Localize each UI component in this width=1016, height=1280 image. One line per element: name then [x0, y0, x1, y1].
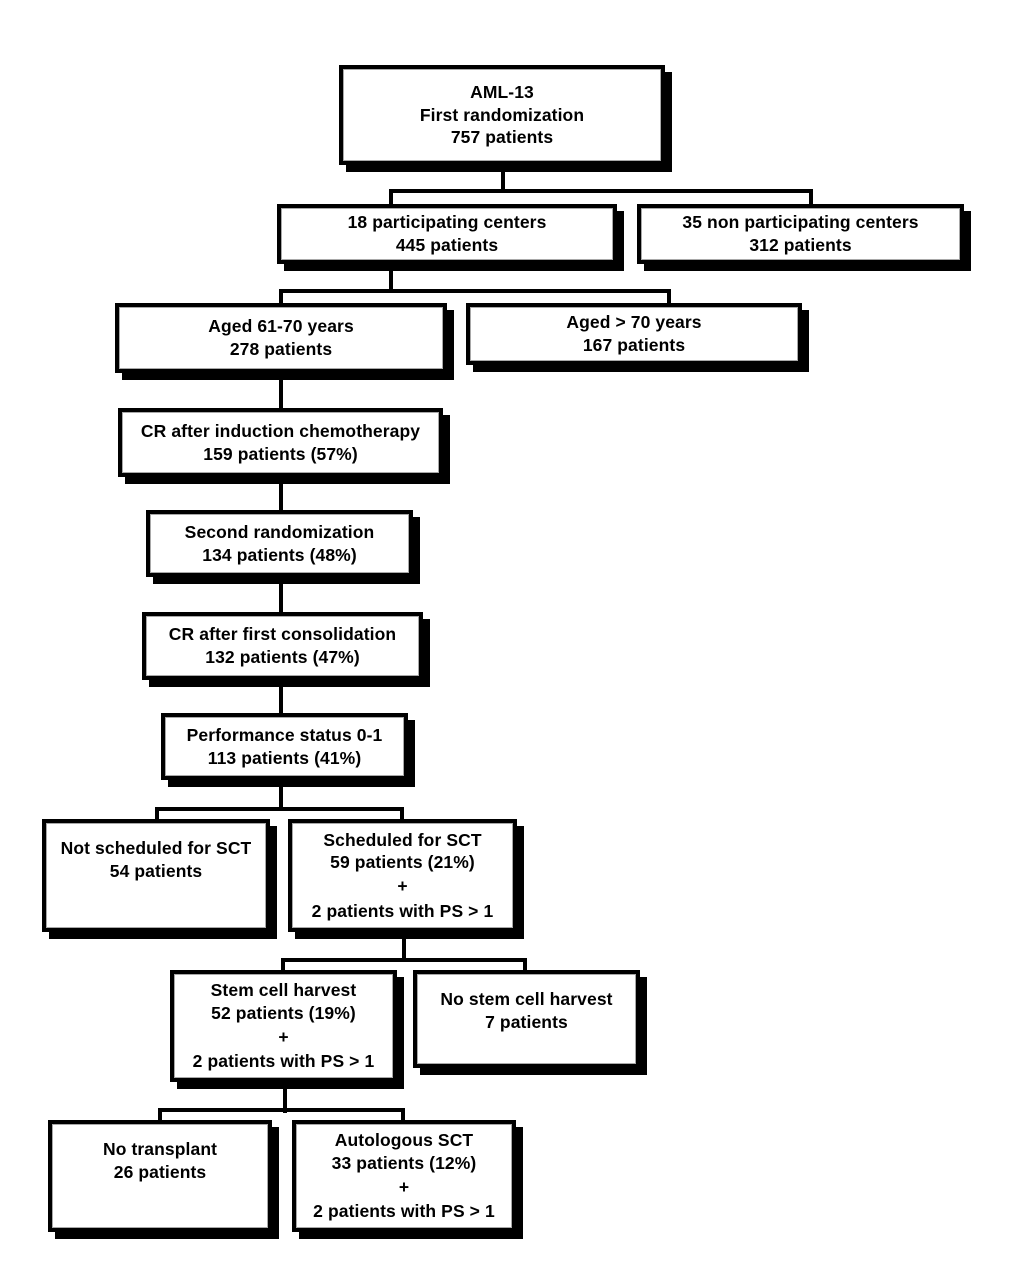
node-line: Performance status 0-1: [186, 724, 383, 745]
node-line: 2 patients with PS > 1: [192, 1051, 375, 1072]
node-line: AML-13: [470, 81, 534, 102]
node-line: 167 patients: [582, 335, 686, 355]
node-line: CR after induction chemotherapy: [140, 420, 421, 441]
connector-to-autosct: [401, 1108, 405, 1122]
node-line-plus: +: [278, 1026, 289, 1047]
node-line-plus: +: [398, 1176, 410, 1197]
connector-to-aged70: [667, 289, 671, 305]
connector-to-nonparticipating: [809, 189, 813, 206]
node-line: 278 patients: [229, 339, 333, 359]
node-line: 33 patients (12%): [331, 1152, 477, 1173]
node-line: 2 patients with PS > 1: [311, 900, 494, 921]
connector-to-notscheduled: [155, 807, 159, 821]
node-line: 445 patients: [395, 235, 499, 255]
node-line: 134 patients (48%): [202, 544, 357, 565]
node-line: 26 patients: [113, 1161, 207, 1182]
connector-to-notransplant: [158, 1108, 162, 1122]
connector-harvest-bar: [281, 958, 527, 962]
node-line: No transplant: [102, 1139, 218, 1159]
node-line: 52 patients (19%): [211, 1002, 356, 1023]
node-line: Aged 61-70 years: [208, 316, 354, 337]
node-line: 2 patients with PS > 1: [313, 1201, 495, 1222]
connector-aged61-to-cr: [279, 371, 283, 410]
node-line: First randomization: [419, 104, 585, 125]
node-aged-over-70[interactable]: Aged > 70 years 167 patients: [466, 303, 802, 365]
node-line: CR after first consolidation: [168, 624, 397, 645]
node-autologous-sct[interactable]: Autologous SCT 33 patients (12%) + 2 pat…: [292, 1120, 516, 1232]
connector-cr-to-secondrand: [279, 475, 283, 512]
connector-to-noharvest: [523, 958, 527, 972]
node-line: 18 participating centers: [347, 212, 547, 233]
connector-crcons-to-ps: [279, 678, 283, 715]
node-participating-centers[interactable]: 18 participating centers 445 patients: [277, 204, 617, 264]
node-aml13-first-randomization[interactable]: AML-13 First randomization 757 patients: [339, 65, 665, 165]
connector-to-scheduled: [400, 807, 404, 821]
node-no-stem-cell-harvest[interactable]: No stem cell harvest 7 patients: [413, 970, 640, 1068]
node-performance-status[interactable]: Performance status 0-1 113 patients (41%…: [161, 713, 408, 780]
connector-to-participating: [389, 189, 393, 206]
node-cr-after-induction[interactable]: CR after induction chemotherapy 159 pati…: [118, 408, 443, 477]
node-line: 113 patients (41%): [207, 747, 362, 768]
connector-to-harvest: [281, 958, 285, 972]
node-line: 312 patients: [749, 235, 852, 255]
node-line: 59 patients (21%): [330, 852, 475, 873]
node-aged-61-70[interactable]: Aged 61-70 years 278 patients: [115, 303, 447, 373]
node-line: 132 patients (47%): [205, 647, 360, 667]
node-line: Stem cell harvest: [210, 980, 357, 1001]
connector-row2-bar: [389, 189, 813, 193]
node-line: Autologous SCT: [334, 1130, 474, 1151]
connector-harvest-down: [283, 1080, 287, 1113]
node-line: 35 non participating centers: [682, 212, 919, 233]
connector-to-aged61: [279, 289, 283, 305]
node-not-scheduled-for-sct[interactable]: Not scheduled for SCT 54 patients: [42, 819, 270, 932]
connector-participating-down: [389, 262, 393, 293]
node-line: 159 patients (57%): [203, 443, 358, 464]
node-line: Not scheduled for SCT: [60, 838, 252, 858]
node-second-randomization[interactable]: Second randomization 134 patients (48%): [146, 510, 413, 577]
node-line: 54 patients: [109, 860, 203, 881]
connector-row3-bar: [279, 289, 671, 293]
node-line: 7 patients: [485, 1011, 568, 1032]
node-line: Aged > 70 years: [566, 312, 702, 333]
node-non-participating-centers[interactable]: 35 non participating centers 312 patient…: [637, 204, 964, 264]
node-no-transplant[interactable]: No transplant 26 patients: [48, 1120, 272, 1232]
node-cr-after-first-consolidation[interactable]: CR after first consolidation 132 patient…: [142, 612, 423, 680]
node-stem-cell-harvest[interactable]: Stem cell harvest 52 patients (19%) + 2 …: [170, 970, 397, 1082]
connector-transplant-bar: [158, 1108, 405, 1112]
node-line: Second randomization: [184, 521, 375, 542]
connector-scheduled-down: [402, 930, 406, 962]
connector-sct-bar: [155, 807, 404, 811]
node-line-plus: +: [397, 876, 408, 897]
node-line: 757 patients: [450, 127, 554, 148]
connector-ps-down: [279, 778, 283, 811]
connector-root-down: [501, 163, 505, 193]
node-line: No stem cell harvest: [440, 989, 613, 1009]
node-line: Scheduled for SCT: [323, 829, 482, 850]
connector-secondrand-to-crcons: [279, 575, 283, 613]
node-scheduled-for-sct[interactable]: Scheduled for SCT 59 patients (21%) + 2 …: [288, 819, 517, 932]
